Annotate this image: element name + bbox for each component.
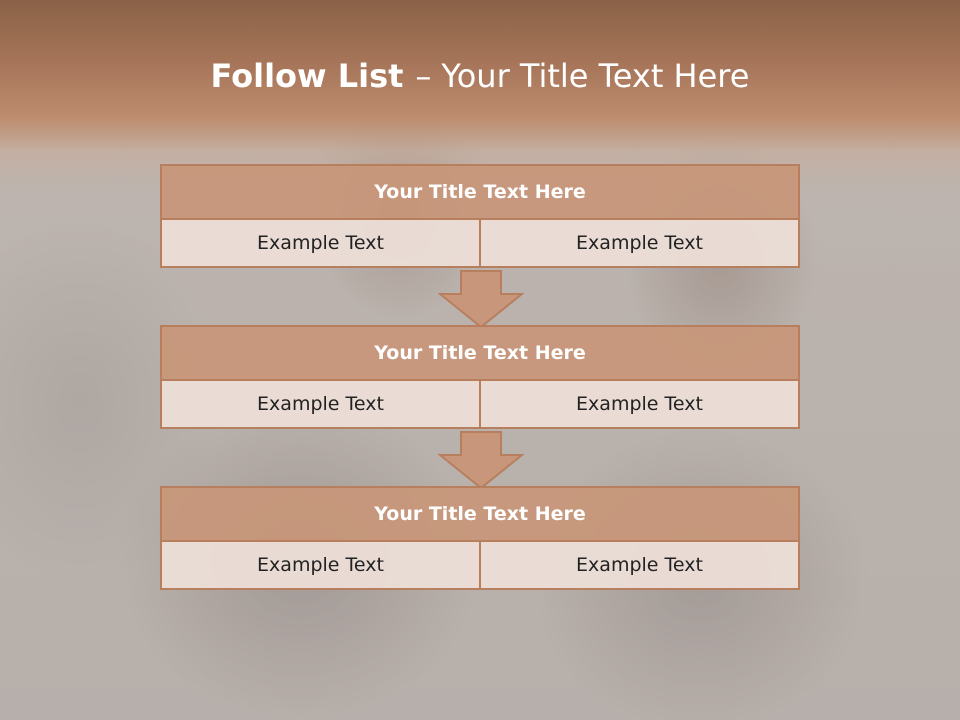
step-cell-right-2: Example Text [479, 379, 800, 429]
title-bold: Follow List [210, 57, 404, 95]
step-row-1: Example Text Example Text [160, 218, 800, 268]
step-cell-left-2: Example Text [160, 379, 481, 429]
arrow-down-icon [438, 270, 524, 328]
step-row-3: Example Text Example Text [160, 540, 800, 590]
arrow-down-icon [438, 431, 524, 489]
header-band [0, 0, 960, 190]
step-title-1: Your Title Text Here [160, 164, 800, 220]
title-rest: Your Title Text Here [441, 57, 750, 95]
step-block-1: Your Title Text Here Example Text Exampl… [160, 164, 800, 268]
step-title-2: Your Title Text Here [160, 325, 800, 381]
step-cell-left-3: Example Text [160, 540, 481, 590]
step-row-2: Example Text Example Text [160, 379, 800, 429]
title-separator: – [415, 57, 432, 95]
step-cell-right-3: Example Text [479, 540, 800, 590]
step-block-2: Your Title Text Here Example Text Exampl… [160, 325, 800, 429]
slide-title: Follow List – Your Title Text Here [0, 52, 960, 100]
step-cell-right-1: Example Text [479, 218, 800, 268]
step-cell-left-1: Example Text [160, 218, 481, 268]
step-title-3: Your Title Text Here [160, 486, 800, 542]
step-block-3: Your Title Text Here Example Text Exampl… [160, 486, 800, 590]
